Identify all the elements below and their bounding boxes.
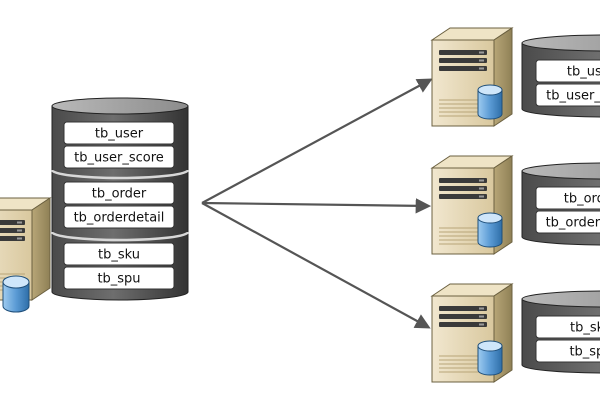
table-label-box (63, 145, 175, 169)
split-arrows (201, 78, 433, 329)
table-label-box (535, 83, 600, 107)
table-label: tb_orderdetail (546, 216, 600, 231)
target-node-user: tb_user tb_user_score (430, 27, 600, 127)
source-segment: tb_order tb_orderdetail (63, 181, 175, 229)
target-database-order: tb_order tb_orderdetail (521, 162, 600, 246)
source-database: tb_user tb_user_score tb_order tb_orderdeta… (50, 97, 190, 301)
target-database-user: tb_user tb_user_score (521, 34, 600, 118)
table-label-box (63, 121, 175, 145)
table-label-box (535, 186, 600, 210)
table-label-box (63, 242, 175, 266)
source-segment: tb_sku tb_spu (63, 242, 175, 290)
table-label: tb_spu (97, 272, 140, 287)
table-label-box (63, 181, 175, 205)
target-node-product: tb_sku tb_spu (430, 283, 600, 383)
table-label: tb_order (92, 187, 147, 202)
table-label: tb_order (564, 192, 600, 207)
source-server-icon (0, 197, 52, 313)
table-label-box (535, 59, 600, 83)
table-label-box (535, 210, 600, 234)
arrow-to-order-server (201, 198, 432, 214)
table-label: tb_sku (570, 321, 600, 336)
table-label-box (535, 315, 600, 339)
source-segment: tb_user tb_user_score (63, 121, 175, 169)
table-label-box (535, 339, 600, 363)
target-server-product-db-icon (477, 340, 503, 376)
table-label-box (63, 205, 175, 229)
table-label: tb_spu (569, 345, 600, 360)
target-nodes: tb_user tb_user_score tb_order tb_orderdeta… (430, 27, 600, 383)
target-server-user-db-icon (477, 84, 503, 120)
target-server-order-db-icon (477, 212, 503, 248)
table-label-box (63, 266, 175, 290)
arrow-to-user-server (201, 78, 433, 204)
table-label: tb_user (95, 127, 144, 142)
table-label: tb_orderdetail (74, 211, 165, 226)
table-label: tb_sku (98, 248, 140, 263)
table-label: tb_user_score (74, 151, 164, 166)
target-node-order: tb_order tb_orderdetail (430, 155, 600, 255)
target-database-product: tb_sku tb_spu (521, 290, 600, 374)
arrow-to-product-server (201, 202, 431, 329)
segment-divider (50, 231, 190, 242)
table-label: tb_user_score (546, 89, 600, 104)
table-label: tb_user (567, 65, 600, 80)
source-server-db-icon (2, 275, 30, 313)
segment-divider (50, 169, 190, 180)
